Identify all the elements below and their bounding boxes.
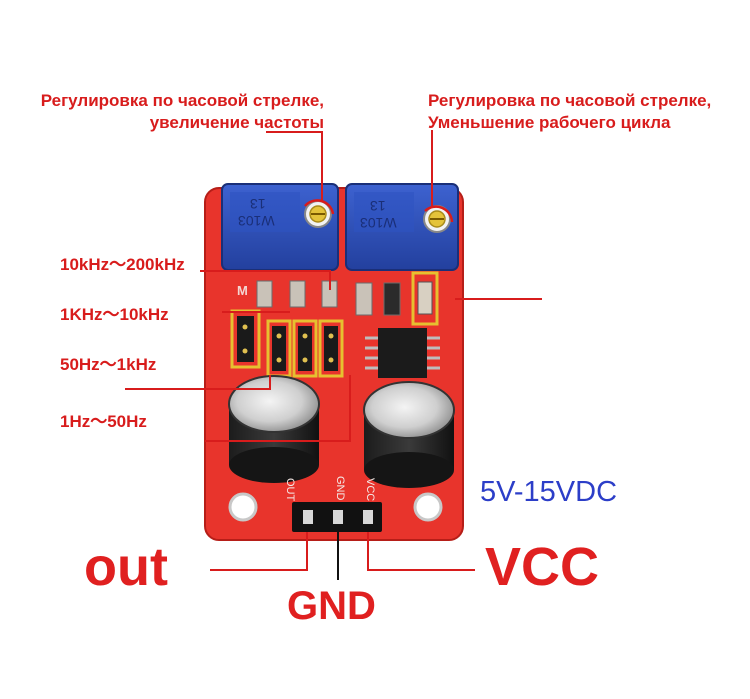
silk-vcc: VCC [364, 478, 376, 502]
right-note-line-2: Уменьшение рабочего цикла [428, 113, 671, 132]
voltage-label: 5V-15VDC [480, 476, 618, 508]
mounting-hole [413, 492, 443, 522]
right-note-line-1: Регулировка по часовой стрелке, [428, 91, 712, 110]
pot-marking-right: 13 [370, 198, 386, 214]
clockwise-arrow-icon [424, 205, 454, 223]
smd-led [411, 271, 439, 326]
pot-marking-w103: W103 [360, 215, 397, 231]
clockwise-arrow-icon [304, 199, 335, 215]
silk-out: OUT [284, 478, 296, 502]
pointer-range-4 [205, 375, 351, 442]
silk-partial: M [237, 283, 248, 298]
pot-marking-13: 13 [370, 198, 386, 214]
left-adjust-note: Регулировка по часовой стрелке, увеличен… [8, 90, 324, 134]
left-note-line-2: увеличение частоты [149, 113, 324, 132]
range-label-2: 1KHz～10kHz [60, 305, 169, 324]
capacitor-right [363, 381, 455, 488]
smd-components [256, 280, 401, 316]
pot-marking-w103: W103 [238, 213, 275, 229]
pin-out-label: out [84, 537, 168, 597]
range-label-3: 50Hz～1kHz [60, 355, 157, 374]
ne555-ic [365, 328, 440, 378]
pointer-left-note [266, 131, 323, 200]
pin-header [292, 502, 382, 532]
mounting-hole [228, 492, 258, 522]
right-adjust-note: Регулировка по часовой стрелке, Уменьшен… [428, 90, 744, 134]
range-label-1: 10kHz～200kHz [60, 255, 185, 274]
potentiometer-left [221, 183, 339, 271]
pin-gnd-label: GND [287, 584, 376, 628]
pointer-vcc [367, 532, 475, 571]
frequency-jumper-block [230, 309, 344, 378]
pot-marking-left: 13 [250, 196, 266, 212]
range-label-4: 1Hz～50Hz [60, 412, 147, 431]
left-note-line-1: Регулировка по часовой стрелке, [40, 91, 324, 110]
pot-marking-13: 13 [250, 196, 266, 212]
pointer-range-3 [125, 375, 271, 390]
potentiometer-right [345, 183, 459, 271]
silk-gnd: GND [334, 476, 346, 501]
pin-vcc-label: VCC [485, 537, 600, 597]
pot-marking-right-2: W103 [360, 215, 397, 231]
pointer-range-1 [200, 270, 331, 290]
pointer-out [210, 532, 308, 571]
capacitor-left [228, 375, 320, 483]
pot-marking-left-2: W103 [238, 213, 275, 229]
